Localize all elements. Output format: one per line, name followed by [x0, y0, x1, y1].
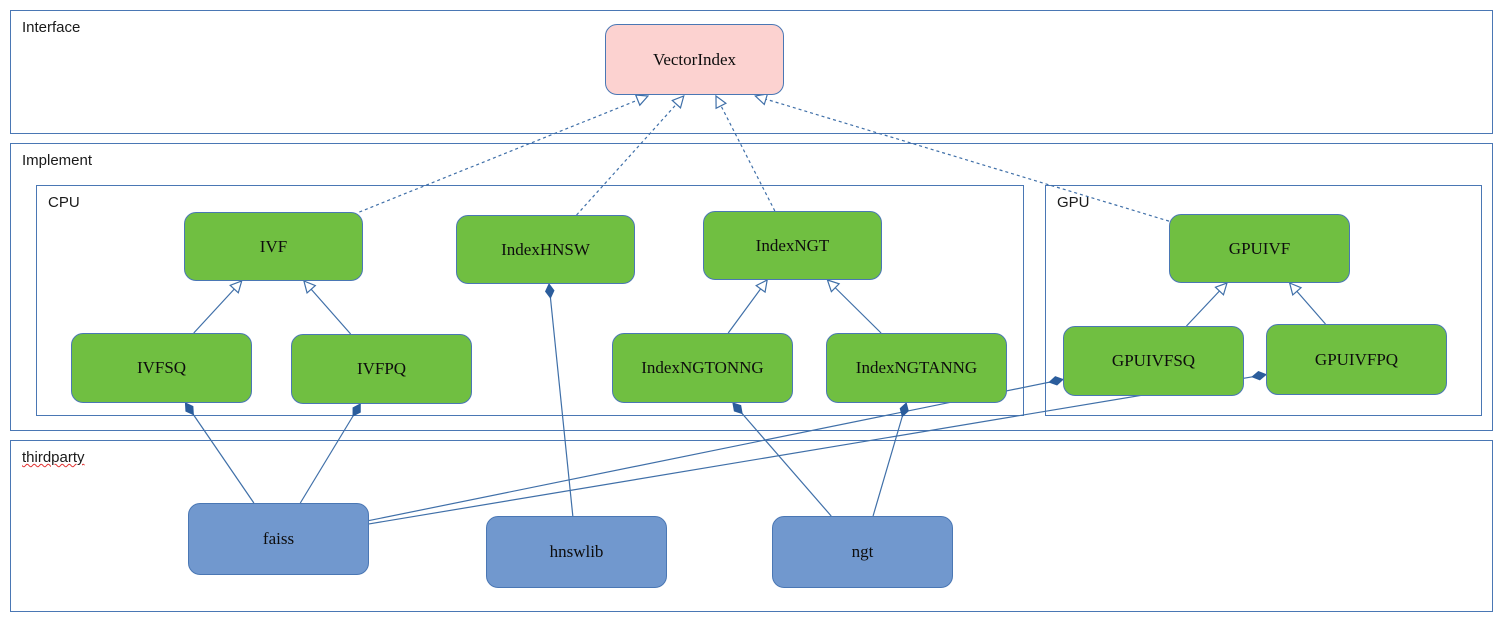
node-label-faiss: faiss [262, 529, 295, 548]
node-ivfsq[interactable]: IVFSQ [71, 333, 252, 403]
node-hnswlib[interactable]: hnswlib [486, 516, 667, 588]
node-ivf[interactable]: IVF [184, 212, 363, 281]
node-label-indexngtanng: IndexNGTANNG [855, 358, 978, 377]
node-label-indexhnsw: IndexHNSW [501, 239, 590, 259]
node-indexhnsw[interactable]: IndexHNSW [456, 215, 635, 284]
node-label-gpuivfpq: GPUIVFPQ [1314, 349, 1399, 369]
node-gpuivf[interactable]: GPUIVF [1169, 214, 1350, 283]
frame-label-interface: Interface [22, 19, 81, 36]
node-label-hnswlib: hnswlib [549, 542, 604, 561]
frame-label-cpu: CPU [48, 194, 80, 211]
frame-label-thirdparty: thirdparty [22, 449, 85, 466]
node-vectorindex[interactable]: VectorIndex [605, 24, 784, 95]
node-label-ivfsq: IVFSQ [136, 358, 187, 377]
node-indexngt[interactable]: IndexNGT [703, 211, 882, 280]
node-indexngtonng[interactable]: IndexNGTONNG [612, 333, 793, 403]
frame-label-implement: Implement [22, 152, 93, 169]
node-label-gpuivf: GPUIVF [1228, 238, 1291, 258]
frame-label-gpu: GPU [1057, 194, 1090, 211]
node-ivfpq[interactable]: IVFPQ [291, 334, 472, 404]
node-label-ivf: IVF [259, 236, 288, 256]
node-label-gpuivfsq: GPUIVFSQ [1111, 351, 1196, 370]
node-indexngtanng[interactable]: IndexNGTANNG [826, 333, 1007, 403]
node-label-ivfpq: IVFPQ [356, 359, 407, 378]
node-ngt[interactable]: ngt [772, 516, 953, 588]
node-label-ngt: ngt [851, 542, 874, 561]
node-label-indexngtonng: IndexNGTONNG [641, 358, 764, 377]
node-faiss[interactable]: faiss [188, 503, 369, 575]
node-label-vectorindex: VectorIndex [652, 49, 737, 69]
node-gpuivfsq[interactable]: GPUIVFSQ [1063, 326, 1244, 396]
node-gpuivfpq[interactable]: GPUIVFPQ [1266, 324, 1447, 395]
node-label-indexngt: IndexNGT [755, 235, 830, 255]
